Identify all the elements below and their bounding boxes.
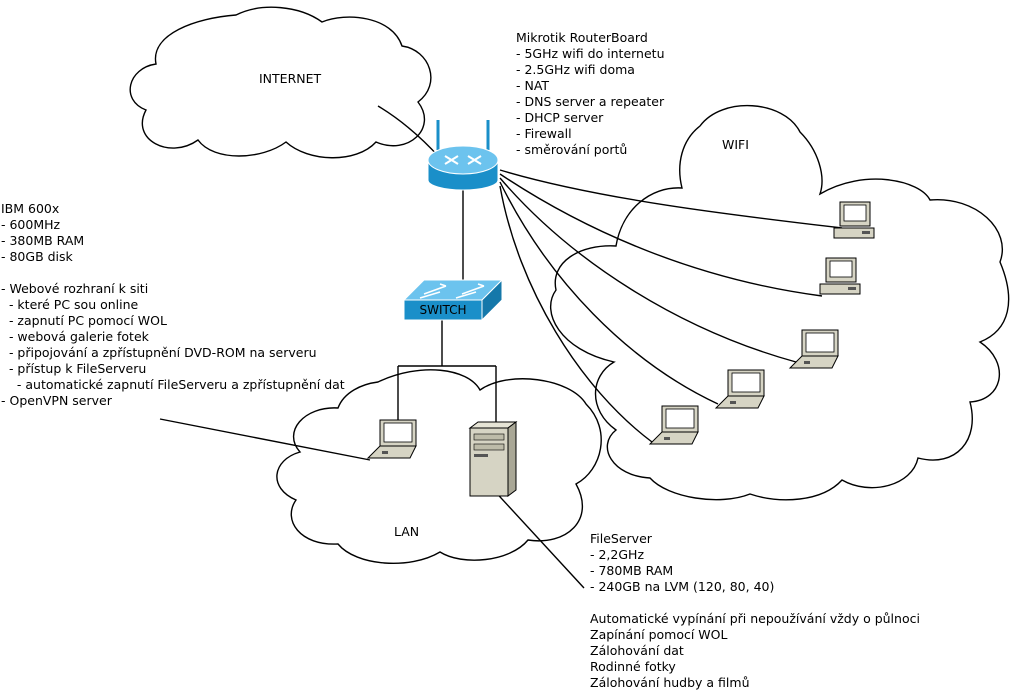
router-line: Mikrotik RouterBoard [516, 30, 648, 45]
fileserver-line [590, 595, 594, 610]
wire-router-client-4 [499, 181, 719, 405]
ibm-line: - 80GB disk [1, 249, 74, 264]
internet-cloud [129, 6, 432, 159]
router-line: - DHCP server [516, 110, 604, 125]
tower-server-icon [468, 421, 518, 497]
ibm-line: - automatické zapnutí FileServeru a zpří… [1, 377, 345, 392]
fileserver-line: - 2,2GHz [590, 547, 644, 562]
wifi-cloud [550, 105, 1010, 501]
desktop-pc-icon [819, 257, 861, 295]
lan-label: LAN [394, 524, 419, 539]
desktop-pc-icon [833, 201, 875, 239]
wire-router-client-3 [499, 177, 797, 363]
fileserver-line: Zálohování hudby a filmů [590, 675, 750, 690]
ibm-line: - OpenVPN server [1, 393, 113, 408]
router-line: - DNS server a repeater [516, 94, 665, 109]
laptop-icon [648, 405, 699, 445]
ibm-line: - které PC sou online [1, 297, 139, 312]
fileserver-line: Zapínání pomocí WOL [590, 627, 728, 642]
wifi-label: WIFI [722, 137, 749, 152]
wire-server-annotation [489, 485, 585, 589]
laptop-icon [714, 369, 765, 409]
router-line: - Firewall [516, 126, 572, 141]
internet-label: INTERNET [259, 71, 322, 86]
ibm-line: - přístup k FileServeru [1, 361, 146, 376]
ibm-line [1, 265, 5, 280]
router-notes: Mikrotik RouterBoard- 5GHz wifi do inter… [516, 30, 665, 157]
ibm-line: - zapnutí PC pomocí WOL [1, 313, 167, 328]
fileserver-line: - 780MB RAM [590, 563, 673, 578]
ibm-line: IBM 600x [1, 201, 59, 216]
wire-internet-router [377, 105, 441, 159]
fileserver-line: - 240GB na LVM (120, 80, 40) [590, 579, 774, 594]
ibm-line: - připojování a zpřístupnění DVD-ROM na … [1, 345, 317, 360]
fileserver-line: Automatické vypínání při nepoužívání vžd… [590, 611, 920, 626]
fileserver-line: Rodinné fotky [590, 659, 676, 674]
ibm-notes: IBM 600x- 600MHz- 380MB RAM- 80GB disk -… [1, 201, 345, 408]
wire-router-client-1 [499, 169, 843, 229]
switch-label: SWITCH [419, 303, 466, 317]
network-switch-icon: SWITCH [402, 278, 504, 322]
fileserver-notes: FileServer- 2,2GHz- 780MB RAM- 240GB na … [590, 531, 920, 690]
lan-cloud [276, 369, 602, 564]
wireless-router-icon [427, 120, 499, 191]
laptop-icon [366, 419, 417, 459]
wire-ibm-annotation [159, 418, 371, 461]
router-line: - 2.5GHz wifi doma [516, 62, 635, 77]
ibm-line: - Webové rozhraní k siti [1, 281, 148, 296]
router-line: - 5GHz wifi do internetu [516, 46, 665, 61]
connection-lines [159, 105, 843, 589]
fileserver-line: FileServer [590, 531, 653, 546]
router-line: - NAT [516, 78, 549, 93]
laptop-icon [788, 329, 839, 369]
router-line: - směrování portů [516, 142, 627, 157]
ibm-line: - 600MHz [1, 217, 61, 232]
fileserver-line: Zálohování dat [590, 643, 684, 658]
wire-router-client-2 [499, 173, 823, 297]
wire-router-client-5 [499, 185, 653, 443]
ibm-line: - webová galerie fotek [1, 329, 150, 344]
ibm-line: - 380MB RAM [1, 233, 84, 248]
